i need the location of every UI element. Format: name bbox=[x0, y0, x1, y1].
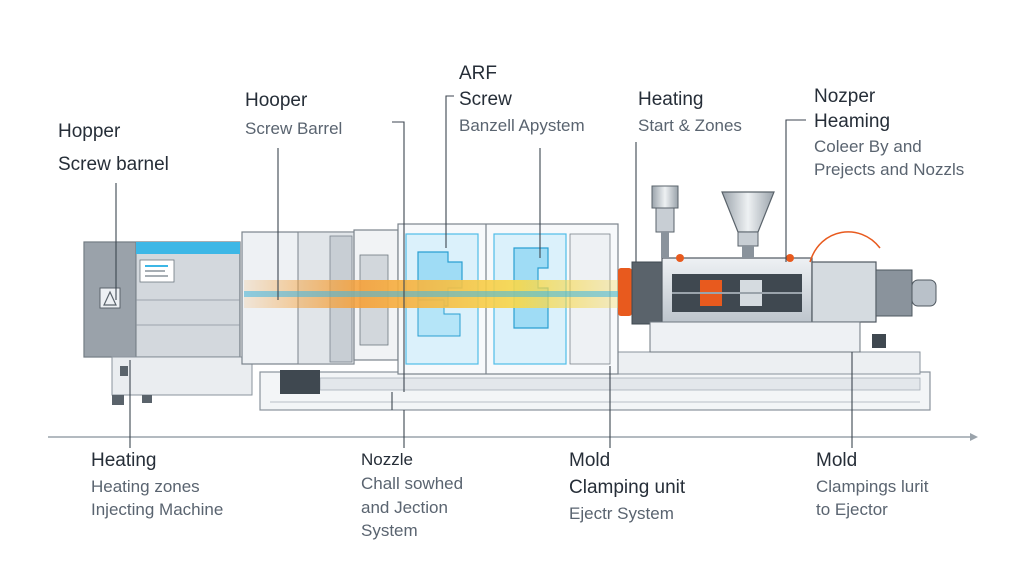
label-bottom-center-line-2: and Jection bbox=[361, 497, 448, 517]
label-top-far-right-line-2: Coleer By and bbox=[814, 136, 922, 156]
label-top-center-line-2: Banzell Apystem bbox=[459, 115, 585, 135]
hopper-large bbox=[721, 191, 775, 258]
label-bottom-far-right-line-2: to Ejector bbox=[816, 500, 888, 520]
label-top-far-right-title: Nozper bbox=[814, 86, 876, 107]
control-cabinet bbox=[83, 241, 253, 405]
label-bottom-right: Mold Clamping unit Ejectr System bbox=[569, 450, 685, 524]
screw-axis bbox=[244, 291, 644, 297]
injection-unit bbox=[241, 229, 399, 394]
label-top-right: Heating Start & Zones bbox=[638, 89, 742, 136]
label-top-far-left: Hopper Screw barnel bbox=[58, 121, 169, 177]
leader-lines bbox=[115, 95, 853, 448]
label-bottom-far-right: Mold Clampings lurit to Ejector bbox=[816, 450, 928, 521]
label-top-far-right-line-3: Prejects and Nozzls bbox=[814, 159, 965, 179]
label-bottom-right-line-2: Ejectr System bbox=[569, 503, 674, 523]
label-bottom-left-line-1: Heating zones bbox=[91, 476, 200, 496]
label-top-far-left-title: Hopper bbox=[58, 121, 121, 142]
base-line-arrow bbox=[970, 433, 978, 441]
label-bottom-center-line-3: System bbox=[361, 521, 418, 541]
label-bottom-center: Nozzle Chall sowhed and Jection System bbox=[361, 450, 463, 542]
label-top-right-title: Heating bbox=[638, 89, 704, 110]
hopper-small bbox=[651, 185, 679, 258]
label-top-right-line-1: Start & Zones bbox=[638, 115, 742, 135]
label-top-center-title: ARF bbox=[459, 63, 497, 84]
label-bottom-left-line-2: Injecting Machine bbox=[91, 500, 224, 520]
label-top-far-right-line-1: Heaming bbox=[814, 110, 891, 132]
label-bottom-center-line-1: Chall sowhed bbox=[361, 474, 464, 494]
label-top-center: ARF Screw Banzell Apystem bbox=[459, 63, 585, 136]
label-bottom-left: Heating Heating zones Injecting Machine bbox=[91, 450, 223, 521]
label-bottom-left-title: Heating bbox=[91, 450, 157, 471]
label-bottom-right-line-1: Clamping unit bbox=[569, 476, 686, 498]
label-bottom-center-title: Nozzle bbox=[361, 450, 413, 469]
label-top-left-line-1: Screw Barrel bbox=[245, 118, 343, 138]
label-top-far-left-line-1: Screw barnel bbox=[58, 153, 169, 175]
label-top-far-right: Nozper Heaming Coleer By and Prejects an… bbox=[814, 86, 964, 180]
label-top-left-title: Hooper bbox=[245, 90, 308, 111]
label-top-center-line-1: Screw bbox=[459, 88, 512, 110]
barrel-assembly bbox=[618, 231, 937, 353]
label-bottom-right-title: Mold bbox=[569, 450, 611, 471]
label-bottom-far-right-title: Mold bbox=[816, 450, 858, 471]
label-bottom-far-right-line-1: Clampings lurit bbox=[816, 476, 929, 496]
label-top-left: Hooper Screw Barrel bbox=[245, 90, 342, 139]
